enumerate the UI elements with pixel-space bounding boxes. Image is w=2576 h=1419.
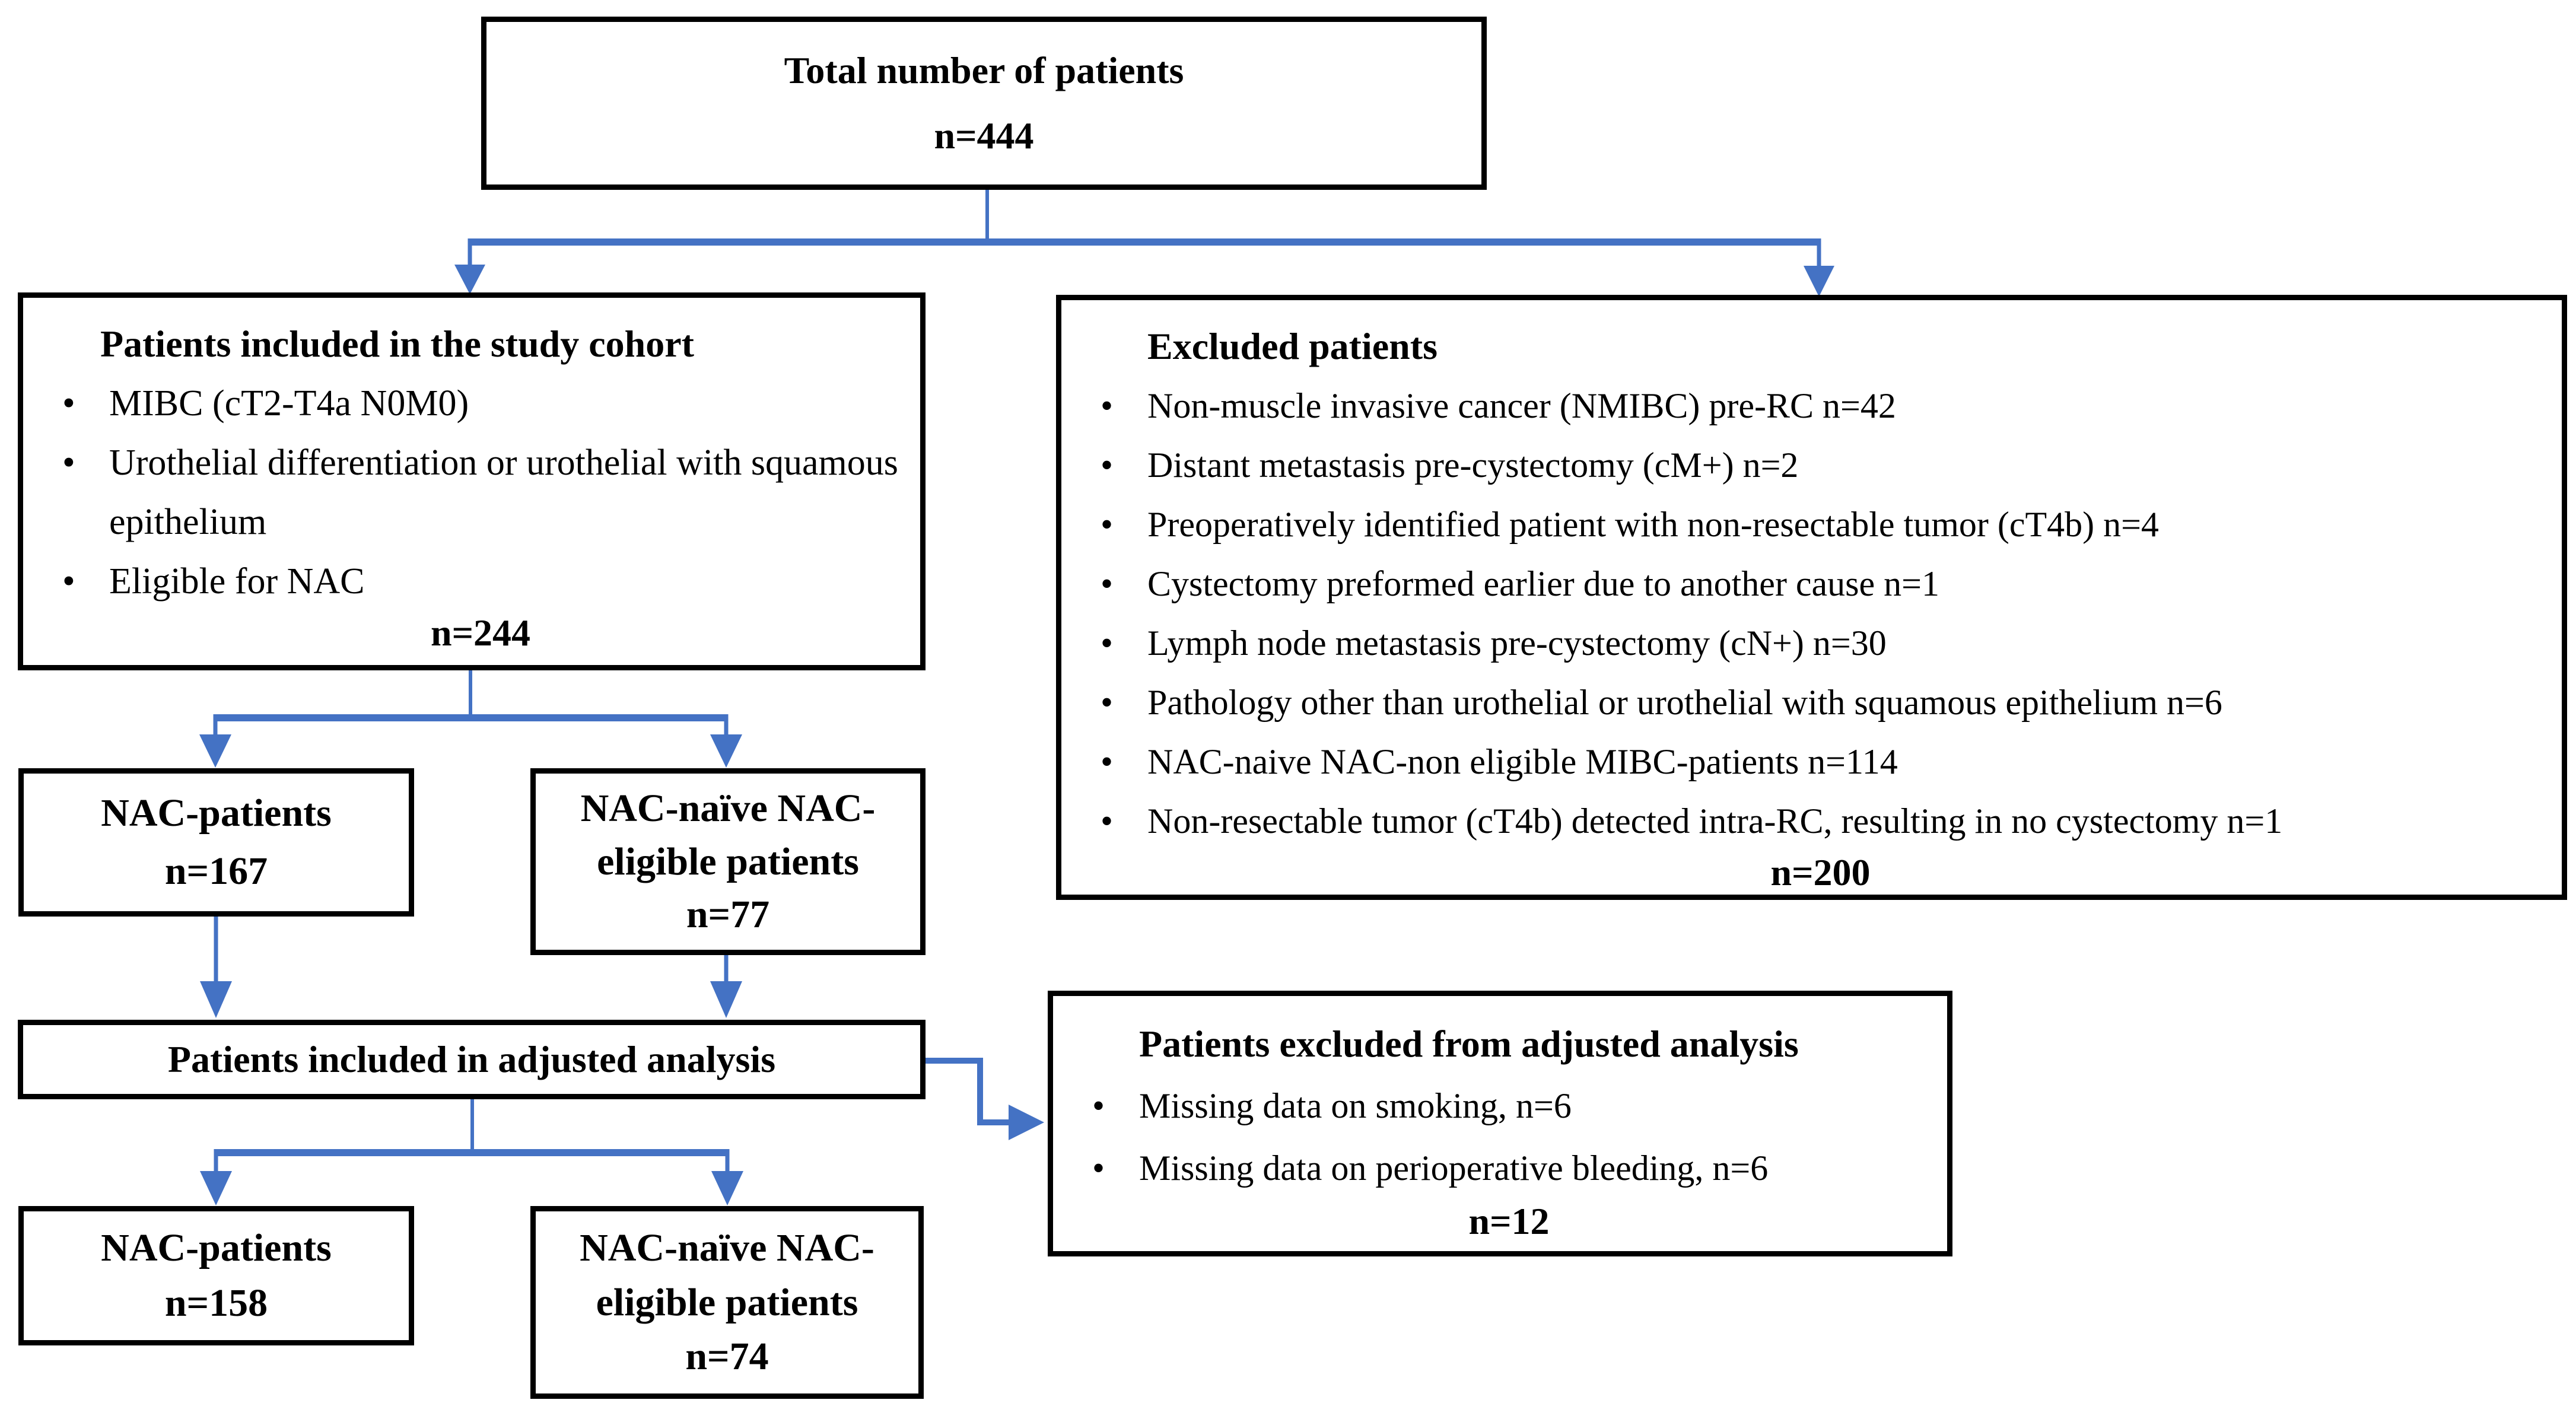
exclusion-reason: Non-muscle invasive cancer (NMIBC) pre-R… [1097,376,2544,435]
excluded-count: n=200 [1770,851,1871,893]
arrowhead-to-excluded [1804,266,1834,297]
arrowhead-nac167-to-adjusted [200,981,232,1018]
box-nac-naive-eligible-74: NAC-naïve NAC- eligible patients n=74 [530,1206,924,1399]
excl-adj-count: n=12 [1468,1200,1550,1242]
excluded-title: Excluded patients [1147,325,1438,367]
exclusion-reason: Distant metastasis pre-cystectomy (cM+) … [1097,435,2544,495]
exclusion-reason: Preoperatively identified patient with n… [1097,495,2544,554]
naive77-title-line2: eligible patients [597,839,859,883]
naive74-title-line2: eligible patients [596,1280,858,1324]
arrowhead-to-naive77 [710,734,742,768]
nac158-count: n=158 [164,1281,268,1325]
cohort-criterion: Eligible for NAC [59,552,902,611]
exclusion-reason: Non-resectable tumor (cT4b) detected int… [1097,791,2544,851]
study-cohort-count: n=244 [430,612,531,654]
box-nac-patients-158: NAC-patients n=158 [18,1206,414,1345]
nac158-title: NAC-patients [101,1226,332,1270]
study-cohort-title: Patients included in the study cohort [100,323,694,365]
box-adjusted-analysis: Patients included in adjusted analysis [18,1020,926,1099]
arrowhead-to-cohort [454,265,485,294]
arrowhead-to-nac167 [199,734,231,768]
arrowhead-to-naive74 [711,1171,743,1205]
connector-adjusted-elbow [924,1058,1011,1125]
nac167-title: NAC-patients [101,791,332,835]
box-nac-patients-167: NAC-patients n=167 [18,768,414,917]
arrowhead-to-nac158 [200,1171,232,1205]
box-excluded-from-adjusted: Patients excluded from adjusted analysis… [1048,991,1952,1256]
naive74-title-line1: NAC-naïve NAC- [580,1226,874,1270]
naive77-count: n=77 [686,892,770,936]
exclusion-reason: NAC-naive NAC-non eligible MIBC-patients… [1097,732,2544,791]
excl-adj-reason: Missing data on perioperative bleeding, … [1089,1137,1929,1200]
total-patients-title: Total number of patients [784,49,1184,91]
arrowhead-naive77-to-adjusted [710,981,742,1018]
naive74-count: n=74 [685,1335,769,1379]
cohort-criterion: Urothelial differentiation or urothelial… [59,433,902,552]
box-nac-naive-eligible-77: NAC-naïve NAC- eligible patients n=77 [530,768,926,955]
excl-adj-reason: Missing data on smoking, n=6 [1089,1075,1929,1137]
adjusted-analysis-title: Patients included in adjusted analysis [167,1038,776,1080]
arrowhead-to-excl-adj [1009,1105,1044,1140]
naive77-title-line1: NAC-naïve NAC- [580,787,876,831]
box-study-cohort: Patients included in the study cohort MI… [18,292,926,670]
total-patients-count: n=444 [934,114,1034,157]
box-total-patients: Total number of patients n=444 [481,17,1487,190]
exclusion-reason: Lymph node metastasis pre-cystectomy (cN… [1097,613,2544,673]
exclusion-reason: Cystectomy preformed earlier due to anot… [1097,554,2544,613]
exclusion-reason: Pathology other than urothelial or uroth… [1097,673,2544,732]
box-excluded-patients: Excluded patients Non-muscle invasive ca… [1056,295,2567,900]
cohort-criterion: MIBC (cT2-T4a N0M0) [59,374,902,433]
excl-adj-title: Patients excluded from adjusted analysis [1139,1023,1799,1065]
nac167-count: n=167 [164,849,268,893]
